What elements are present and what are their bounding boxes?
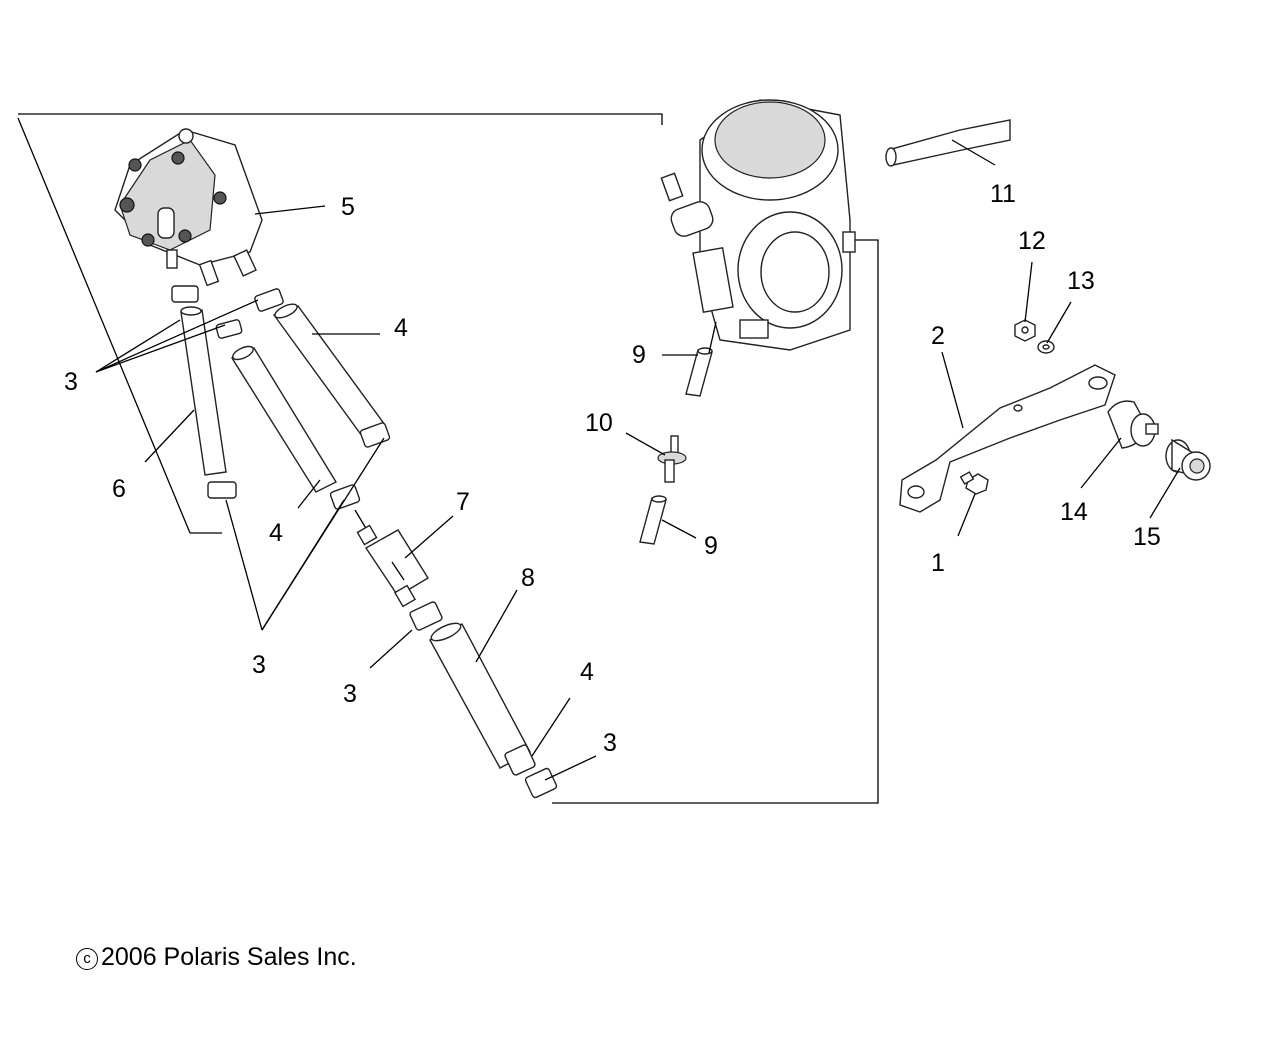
callout-3: 3	[64, 368, 78, 396]
callout-6: 6	[112, 475, 126, 503]
callout-8: 8	[521, 564, 535, 592]
nut	[1014, 319, 1036, 342]
bracket	[899, 364, 1116, 513]
callout-3: 3	[343, 680, 357, 708]
callout-5: 5	[341, 193, 355, 221]
callout-9: 9	[632, 341, 646, 369]
callout-12: 12	[1018, 227, 1046, 255]
callout-11: 11	[990, 180, 1016, 208]
washer	[1037, 340, 1055, 354]
callout-10: 10	[585, 409, 613, 437]
bolt	[959, 471, 989, 495]
callout-labels: 5 4 3 6 4 7 3 8 3 4 3 9 10 9 11 12 13 2 …	[64, 180, 1161, 757]
tee-fitting	[657, 435, 687, 483]
callout-4: 4	[580, 658, 594, 686]
grommet	[1107, 400, 1159, 449]
copyright-text: 2006 Polaris Sales Inc.	[101, 943, 357, 971]
frame-lines	[17, 113, 879, 804]
vent-tube	[885, 119, 1011, 167]
callout-3: 3	[252, 651, 266, 679]
hose-6	[180, 306, 227, 476]
hose-9-lower	[639, 495, 667, 545]
callout-9: 9	[704, 532, 718, 560]
hose-clamps-upper	[171, 285, 284, 499]
hose-4-middle	[230, 345, 361, 510]
hose-8	[409, 601, 558, 799]
callout-4: 4	[269, 519, 283, 547]
callout-2: 2	[931, 322, 945, 350]
carburetor	[660, 99, 856, 351]
copyright-icon: c	[76, 948, 98, 970]
callout-4: 4	[394, 314, 408, 342]
bushing	[1165, 438, 1211, 481]
callout-13: 13	[1067, 267, 1095, 295]
fuel-filter	[354, 509, 429, 608]
fuel-pump	[114, 128, 263, 287]
leader-lines	[95, 139, 1181, 781]
callout-7: 7	[456, 488, 470, 516]
callout-3: 3	[603, 729, 617, 757]
callout-15: 15	[1133, 523, 1161, 551]
callout-14: 14	[1060, 498, 1088, 526]
callout-1: 1	[931, 549, 945, 577]
